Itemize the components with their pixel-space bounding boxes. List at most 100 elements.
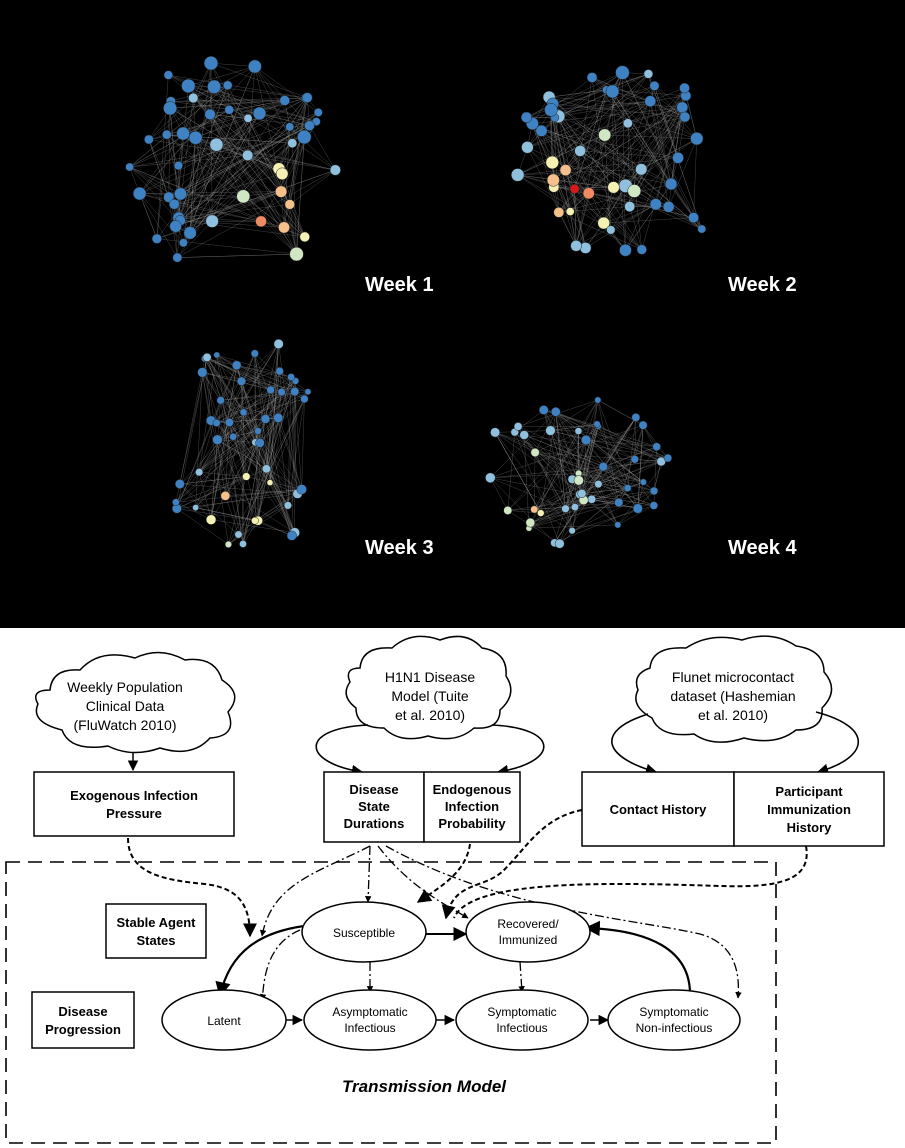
network-edge [175,502,212,520]
network-node [636,244,647,255]
network-edge [490,477,555,543]
network-node [631,413,641,422]
network-edge [517,157,679,176]
network-node [144,134,154,145]
network-edge [280,121,317,192]
network-edge [129,166,181,195]
network-edge [177,221,213,258]
network-edge [279,371,305,400]
network-edge [634,425,644,460]
network-node [525,517,536,528]
network-edge [606,89,702,230]
network-edge [490,461,662,478]
network-edge [202,372,308,392]
network-edge [287,377,292,506]
week-4-label: Week 4 [728,537,797,559]
network-edge [199,380,296,473]
network-edge [581,487,628,494]
network-edge [156,118,249,239]
endogenous-probability-box [423,771,521,843]
durations-to-symptomatic-non-dashdot [385,845,742,999]
symptomatic-infectious-line-2: Infectious [496,1021,547,1035]
network-edge [555,411,573,531]
immunization-to-model-arrow [453,845,808,919]
network-edge [229,391,295,423]
network-edge [243,412,298,494]
network-edge [139,66,256,194]
network-node [236,376,247,386]
network-edge [570,211,577,246]
network-edge [578,473,644,483]
network-edge [625,116,686,251]
network-edge [176,418,266,509]
network-edge [580,150,679,159]
network-edge [129,166,262,222]
network-node [302,92,313,103]
transmission-model-diagram: Weekly Population Clinical Data (FluWatc… [5,635,885,1144]
network-node [582,187,595,200]
state-durations-line-1: Disease [349,782,398,797]
network-edge [195,417,279,508]
network-node [520,111,533,123]
network-edge [534,452,573,531]
network-edge [550,430,576,508]
network-node [251,516,259,525]
network-edge [254,66,305,138]
network-edge [634,107,683,192]
network-edge [524,434,668,459]
network-edge [294,380,296,533]
state-durations-line-3: Durations [344,816,405,831]
network-node [594,480,603,489]
network-edge [202,372,221,401]
network-edge [540,512,573,531]
network-edge [558,116,605,136]
network-edge [552,116,559,163]
network-edge [535,452,662,462]
network-node [577,489,587,499]
network-edge [294,391,302,490]
network-node [624,201,636,212]
network-edge [583,417,636,501]
susceptible-state [301,901,427,963]
network-edge [555,411,619,503]
network-edge [278,126,290,169]
network-edge [554,117,702,230]
network-edge [195,398,305,508]
immunization-history-line-3: History [787,820,833,835]
network-edge [585,204,656,249]
network-edge [175,476,247,503]
network-edge [517,101,651,176]
network-node [664,177,678,191]
population-data-line-2: Clinical Data [86,698,165,714]
symptomatic-noninfectious-line-2: Non-infectious [636,1021,713,1035]
network-edge [129,166,169,198]
network-node [300,394,309,404]
network-edge [178,217,262,222]
network-edge [202,372,212,421]
network-node [535,124,548,137]
network-edge [206,357,244,413]
network-edge [575,87,685,246]
network-node [278,221,290,234]
network-edge [583,400,599,501]
network-node [586,72,598,83]
network-edge [591,77,612,230]
network-edge [604,134,612,230]
network-edge [175,85,228,227]
asymptomatic-line-2: Infectious [344,1021,395,1035]
network-node [173,161,183,171]
network-node [606,225,616,235]
network-edge [168,108,171,198]
network-edge [193,66,255,99]
network-edge [259,113,310,126]
network-node [285,122,295,132]
network-edge [206,357,271,391]
network-edge [518,426,644,483]
network-node [652,442,661,451]
network-edge [176,476,247,509]
network-edge [309,125,336,171]
network-edge [540,466,604,514]
asymptomatic-line-1: Asymptomatic [332,1005,407,1019]
network-node [579,242,592,254]
network-node [212,434,223,445]
